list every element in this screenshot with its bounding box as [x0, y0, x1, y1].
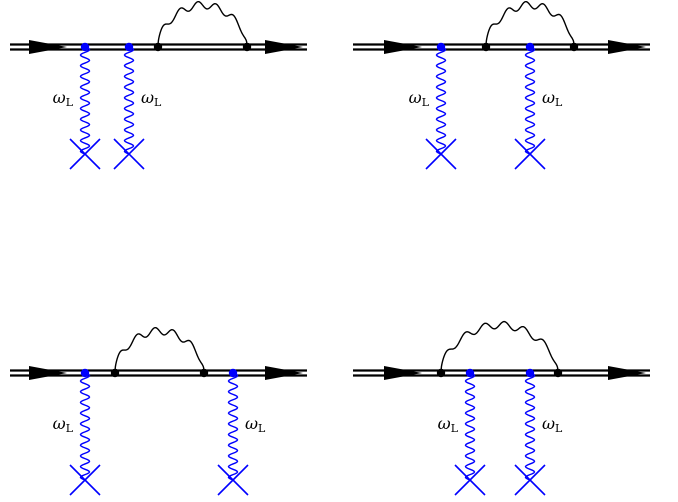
- photon-frequency-label: ωL: [542, 88, 563, 109]
- laser-vertex: [228, 368, 238, 378]
- self-energy-vertex: [569, 42, 579, 52]
- photon-frequency-label: ωL: [53, 88, 74, 109]
- subscript-l: L: [66, 422, 74, 435]
- omega-symbol: ω: [53, 88, 66, 107]
- omega-symbol: ω: [245, 414, 258, 433]
- laser-photon-line: [79, 372, 91, 481]
- omega-symbol: ω: [409, 88, 422, 107]
- laser-vertex: [465, 368, 475, 378]
- self-energy-vertex: [153, 42, 163, 52]
- laser-field-cross-icon: [425, 138, 457, 170]
- laser-vertex: [525, 368, 535, 378]
- laser-field-cross-icon: [217, 464, 249, 496]
- propagation-arrow-icon: [265, 366, 303, 380]
- propagation-arrow-icon: [608, 366, 646, 380]
- photon-frequency-label: ωL: [409, 88, 430, 109]
- laser-photon-line: [79, 46, 91, 155]
- laser-photon-line: [123, 46, 135, 155]
- subscript-l: L: [451, 422, 459, 435]
- laser-field-cross-icon: [69, 464, 101, 496]
- laser-field-cross-icon: [69, 138, 101, 170]
- self-energy-vertex: [199, 368, 209, 378]
- laser-vertex: [436, 42, 446, 52]
- propagation-arrow-icon: [384, 366, 422, 380]
- omega-symbol: ω: [438, 414, 451, 433]
- laser-field-cross-icon: [113, 138, 145, 170]
- self-energy-vertex: [436, 368, 446, 378]
- self-energy-vertex: [481, 42, 491, 52]
- laser-field-cross-icon: [514, 138, 546, 170]
- photon-frequency-label: ωL: [438, 414, 459, 435]
- subscript-l: L: [555, 422, 563, 435]
- photon-frequency-label: ωL: [542, 414, 563, 435]
- laser-photon-line: [524, 46, 536, 155]
- photon-frequency-label: ωL: [141, 88, 162, 109]
- subscript-l: L: [66, 96, 74, 109]
- self-energy-photon-loop: [157, 0, 248, 46]
- photon-frequency-label: ωL: [53, 414, 74, 435]
- self-energy-vertex: [110, 368, 120, 378]
- laser-field-cross-icon: [514, 464, 546, 496]
- self-energy-photon-loop: [440, 320, 559, 372]
- laser-photon-line: [435, 46, 447, 155]
- propagation-arrow-icon: [265, 40, 303, 54]
- omega-symbol: ω: [542, 414, 555, 433]
- laser-photon-line: [227, 372, 239, 481]
- laser-field-cross-icon: [454, 464, 486, 496]
- propagation-arrow-icon: [384, 40, 422, 54]
- omega-symbol: ω: [542, 88, 555, 107]
- laser-photon-line: [524, 372, 536, 481]
- self-energy-vertex: [242, 42, 252, 52]
- subscript-l: L: [258, 422, 266, 435]
- subscript-l: L: [422, 96, 430, 109]
- laser-vertex: [80, 368, 90, 378]
- omega-symbol: ω: [141, 88, 154, 107]
- laser-vertex: [80, 42, 90, 52]
- self-energy-vertex: [553, 368, 563, 378]
- propagation-arrow-icon: [29, 366, 67, 380]
- omega-symbol: ω: [53, 414, 66, 433]
- self-energy-photon-loop: [485, 0, 575, 46]
- propagation-arrow-icon: [608, 40, 646, 54]
- subscript-l: L: [154, 96, 162, 109]
- self-energy-photon-loop: [114, 326, 205, 372]
- laser-photon-line: [464, 372, 476, 481]
- propagation-arrow-icon: [29, 40, 67, 54]
- subscript-l: L: [555, 96, 563, 109]
- laser-vertex: [124, 42, 134, 52]
- photon-frequency-label: ωL: [245, 414, 266, 435]
- laser-vertex: [525, 42, 535, 52]
